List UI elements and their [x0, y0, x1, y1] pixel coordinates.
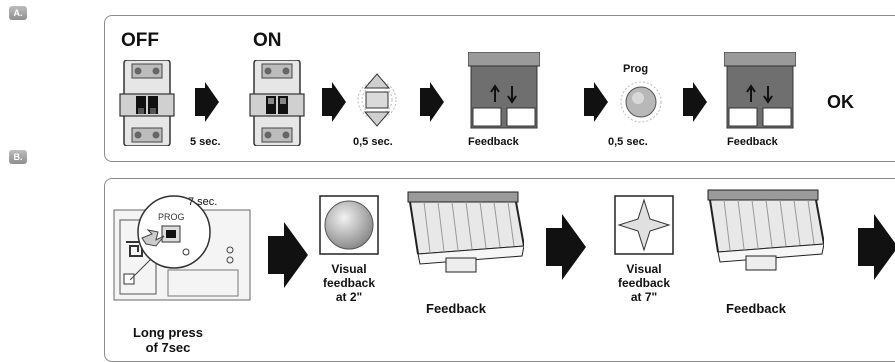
big-arrow-right-icon [858, 214, 895, 280]
up-down-switch-icon [357, 73, 397, 127]
long-press-line-2: of 7sec [145, 340, 191, 355]
visual1-line-2: feedback [322, 276, 376, 290]
visual2-line-3: at 7" [630, 290, 658, 304]
arrow-right-icon [584, 82, 608, 122]
visual2-line-1: Visual [626, 262, 662, 276]
long-press-caption: Long press of 7sec [124, 325, 212, 355]
breaker-on-icon [249, 60, 305, 146]
awning-icon [407, 191, 524, 273]
arrow-right-icon [420, 82, 444, 122]
feedback-label: Feedback [426, 301, 486, 316]
prog-light-icon [620, 81, 662, 123]
long-press-line-1: Long press [132, 325, 204, 340]
ok-label: OK [827, 92, 854, 112]
section-b-marker: B. [9, 150, 27, 164]
on-label: ON [253, 30, 282, 51]
wait-time-label: 5 sec. [190, 136, 221, 148]
visual-feedback-circle-icon [319, 195, 379, 255]
press-time-label: 0,5 sec. [353, 136, 393, 148]
section-a-marker: A. [9, 6, 27, 20]
visual-feedback-caption: Visual feedback at 2" [314, 262, 384, 304]
roller-shutter-icon [724, 52, 796, 129]
visual1-line-3: at 2" [335, 290, 363, 304]
awning-icon [707, 189, 824, 271]
hold-time-label: 7 sec. [188, 196, 218, 208]
feedback-label: Feedback [727, 136, 778, 148]
arrow-right-icon [322, 82, 346, 122]
feedback-label: Feedback [726, 301, 786, 316]
visual-feedback-star-icon [614, 195, 674, 255]
roller-shutter-icon [468, 52, 540, 129]
arrow-right-icon [683, 82, 707, 122]
prog-label: Prog [623, 63, 649, 75]
prog-button-label: PROG [158, 212, 185, 222]
big-arrow-right-icon [546, 214, 586, 280]
visual2-line-2: feedback [617, 276, 671, 290]
visual-feedback-caption: Visual feedback at 7" [609, 262, 679, 304]
prog-time-label: 0,5 sec. [608, 136, 648, 148]
feedback-label: Feedback [468, 136, 519, 148]
off-label: OFF [121, 30, 159, 51]
breaker-off-icon [119, 60, 175, 146]
control-board-icon: PROG [113, 195, 251, 301]
arrow-right-icon [195, 82, 219, 122]
visual1-line-1: Visual [331, 262, 367, 276]
big-arrow-right-icon [268, 222, 308, 288]
